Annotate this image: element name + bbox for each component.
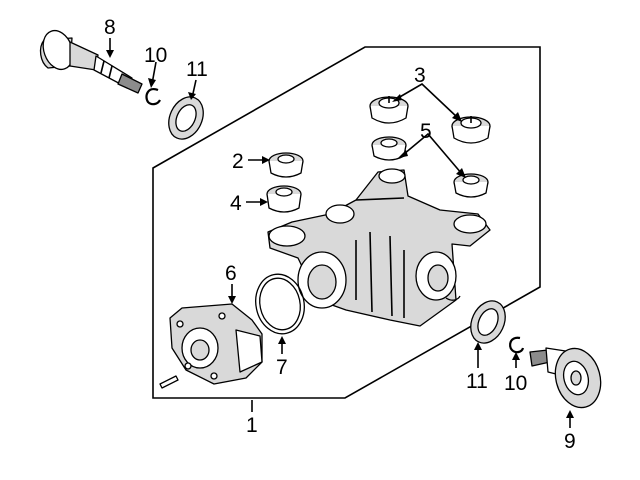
mount-bushing-top-2 — [451, 116, 491, 144]
differential-housing — [267, 168, 491, 327]
callout-5: 5 — [420, 120, 432, 143]
callout-4: 4 — [230, 192, 242, 215]
callout-11-left: 11 — [186, 58, 208, 81]
leader-lines — [106, 38, 574, 428]
mount-bushing-side-2 — [453, 173, 489, 198]
callout-10-left: 10 — [144, 44, 167, 67]
callout-2: 2 — [232, 150, 244, 173]
callout-3: 3 — [414, 64, 426, 87]
circlip-left — [145, 88, 161, 106]
mount-bushing-2 — [268, 152, 304, 178]
mount-bushing-4 — [266, 185, 302, 213]
mount-bushing-top-1 — [369, 96, 409, 124]
seal-right — [470, 300, 506, 344]
mount-bushing-side-1 — [371, 136, 407, 161]
callout-11-right: 11 — [466, 370, 488, 393]
callout-7: 7 — [276, 356, 288, 379]
callout-10-right: 10 — [504, 372, 527, 395]
cover-assembly — [159, 303, 263, 389]
assembly-outline — [152, 46, 541, 399]
callout-9: 9 — [564, 430, 576, 453]
circlip-right — [509, 336, 525, 354]
callout-6: 6 — [225, 262, 237, 285]
seal-left — [168, 96, 204, 140]
gasket-ring — [255, 273, 305, 335]
axle-flange-right — [529, 347, 602, 409]
callout-1: 1 — [246, 414, 258, 437]
callout-8: 8 — [104, 16, 116, 39]
axle-flange-left — [39, 29, 143, 94]
